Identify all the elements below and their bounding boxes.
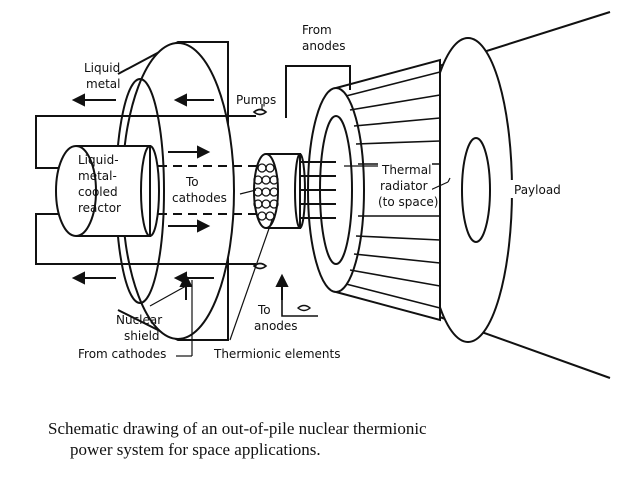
thermionic-system-diagram: From anodes Liquid metal Pumps Liquid- m…	[35, 11, 611, 379]
coolant-pipe-bottom	[35, 213, 256, 265]
label-from-cathodes: From cathodes	[78, 347, 166, 361]
arrow-up-icon	[275, 273, 289, 287]
label-radiator-2: radiator	[380, 179, 428, 193]
flow-arrows	[71, 93, 289, 300]
arrow-left-icon	[71, 93, 85, 107]
caption-line-1: Schematic drawing of an out-of-pile nucl…	[48, 419, 427, 438]
coolant-pipe-top	[35, 115, 256, 169]
label-liquid-metal-2: metal	[86, 77, 120, 91]
label-reactor-3: cooled	[78, 185, 118, 199]
arrow-right-icon	[197, 219, 211, 233]
arrow-right-icon	[197, 145, 211, 159]
reactor-end	[55, 145, 97, 237]
label-from-anodes-1: From	[302, 23, 332, 37]
arrow-up-icon	[179, 273, 193, 287]
to-anodes-pipe	[281, 288, 318, 317]
label-from-anodes-2: anodes	[302, 39, 346, 53]
caption-line-2: power system for space applications.	[70, 440, 321, 459]
reactor-front	[140, 145, 160, 237]
label-shield-1: Nuclear	[116, 313, 162, 327]
pump-top	[252, 108, 268, 116]
label-radiator-1: Thermal	[381, 163, 431, 177]
arrow-left-icon	[71, 271, 85, 285]
to-anodes-pump	[296, 304, 312, 312]
anode-return-pipe	[285, 65, 351, 118]
label-pumps: Pumps	[236, 93, 276, 107]
label-payload: Payload	[514, 183, 561, 197]
label-radiator-3: (to space)	[378, 195, 438, 209]
label-reactor-4: reactor	[78, 201, 121, 215]
figure-caption: Schematic drawing of an out-of-pile nucl…	[48, 418, 608, 460]
label-liquid-metal-1: Liquid	[84, 61, 120, 75]
label-thermionic-elements: Thermionic elements	[213, 347, 341, 361]
arrow-left-icon	[173, 93, 187, 107]
reactor	[76, 145, 151, 237]
thermionic-cells	[253, 163, 279, 221]
payload-hub	[461, 137, 491, 243]
label-to-anodes-1: To	[257, 303, 271, 317]
pump-bottom	[252, 262, 268, 270]
label-to-cathodes-1: To	[185, 175, 199, 189]
thermionic-bundle-back	[294, 153, 306, 229]
label-reactor-1: Liquid-	[78, 153, 119, 167]
label-reactor-2: metal-	[78, 169, 117, 183]
label-to-cathodes-2: cathodes	[172, 191, 227, 205]
label-to-anodes-2: anodes	[254, 319, 298, 333]
label-shield-2: shield	[124, 329, 160, 343]
